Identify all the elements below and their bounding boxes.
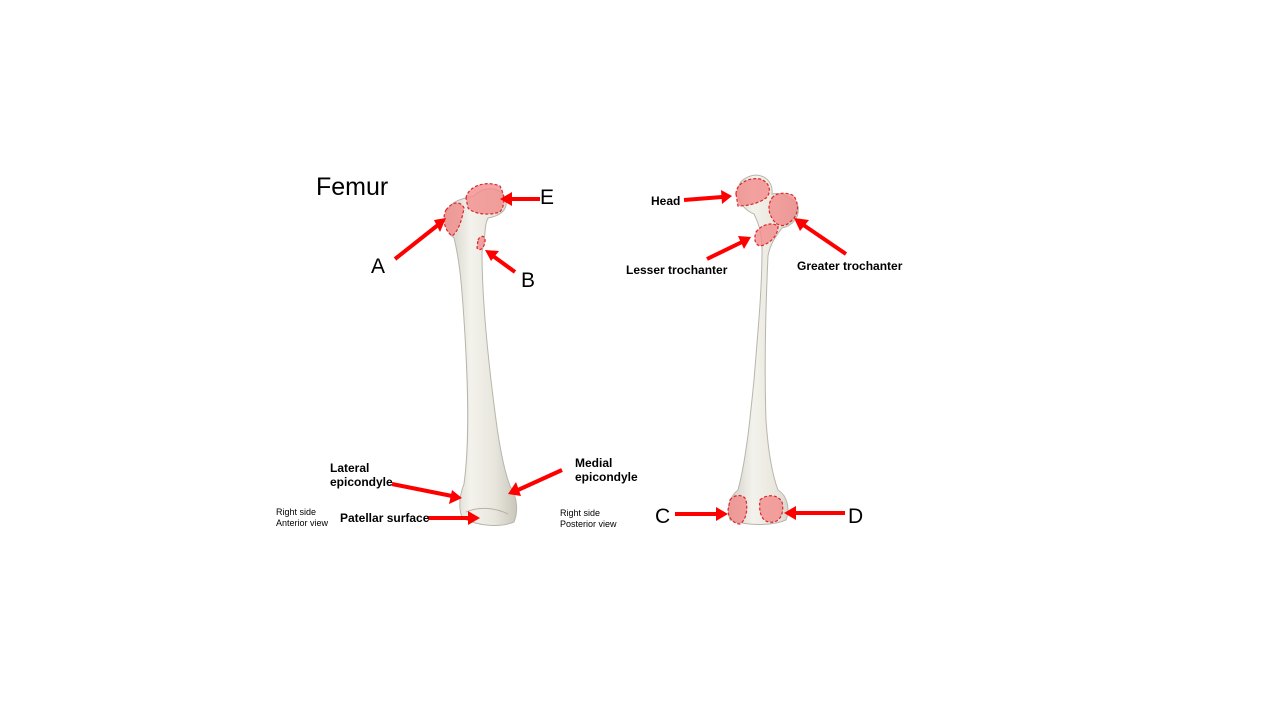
arrow-a	[393, 223, 440, 261]
arrow-b	[491, 254, 517, 274]
label-d: D	[848, 505, 864, 528]
arrowhead-e	[500, 192, 512, 206]
greater-trochanter-label: Greater trochanter	[797, 259, 903, 273]
arrowhead-c	[716, 507, 728, 521]
arrow-greater-trochanter	[800, 222, 848, 256]
lesser-trochanter-highlight	[754, 223, 779, 247]
head-highlight	[735, 178, 770, 207]
region-e-highlight	[465, 183, 505, 215]
arrow-head	[683, 195, 723, 202]
arrowhead-head	[721, 190, 732, 204]
arrowhead-patellar-surface	[468, 511, 480, 525]
arrowhead-lateral-epicondyle	[449, 490, 462, 504]
arrow-lesser-trochanter	[706, 240, 743, 261]
region-a-highlight	[443, 202, 465, 237]
region-c-highlight	[727, 494, 748, 525]
label-a: A	[371, 255, 386, 278]
page-title: Femur	[316, 173, 389, 201]
arrowhead-b	[485, 250, 499, 261]
head-label: Head	[651, 194, 681, 208]
patellar-surface-label: Patellar surface	[340, 511, 430, 525]
anterior-view-caption: Right side Anterior view	[276, 507, 329, 529]
lesser-trochanter-label: Lesser trochanter	[626, 263, 728, 277]
arrowhead-d	[784, 506, 796, 520]
femur-anterior-bone	[445, 188, 518, 526]
region-b-highlight	[476, 235, 486, 251]
arrowhead-lesser-trochanter	[738, 236, 751, 249]
arrowhead-medial-epicondyle	[508, 482, 521, 496]
arrowhead-greater-trochanter	[794, 218, 809, 231]
lateral-epicondyle-label: Lateral epicondyle	[330, 461, 393, 490]
greater-trochanter-highlight	[768, 192, 799, 227]
label-c: C	[655, 505, 671, 528]
arrow-medial-epicondyle	[517, 468, 563, 492]
posterior-view-caption: Right side Posterior view	[560, 508, 617, 530]
region-d-highlight	[759, 495, 784, 523]
arrow-lateral-epicondyle	[391, 482, 453, 498]
label-b: B	[521, 269, 536, 292]
label-e: E	[540, 186, 555, 209]
medial-epicondyle-label: Medial epicondyle	[575, 456, 638, 485]
arrowhead-a	[434, 218, 446, 232]
